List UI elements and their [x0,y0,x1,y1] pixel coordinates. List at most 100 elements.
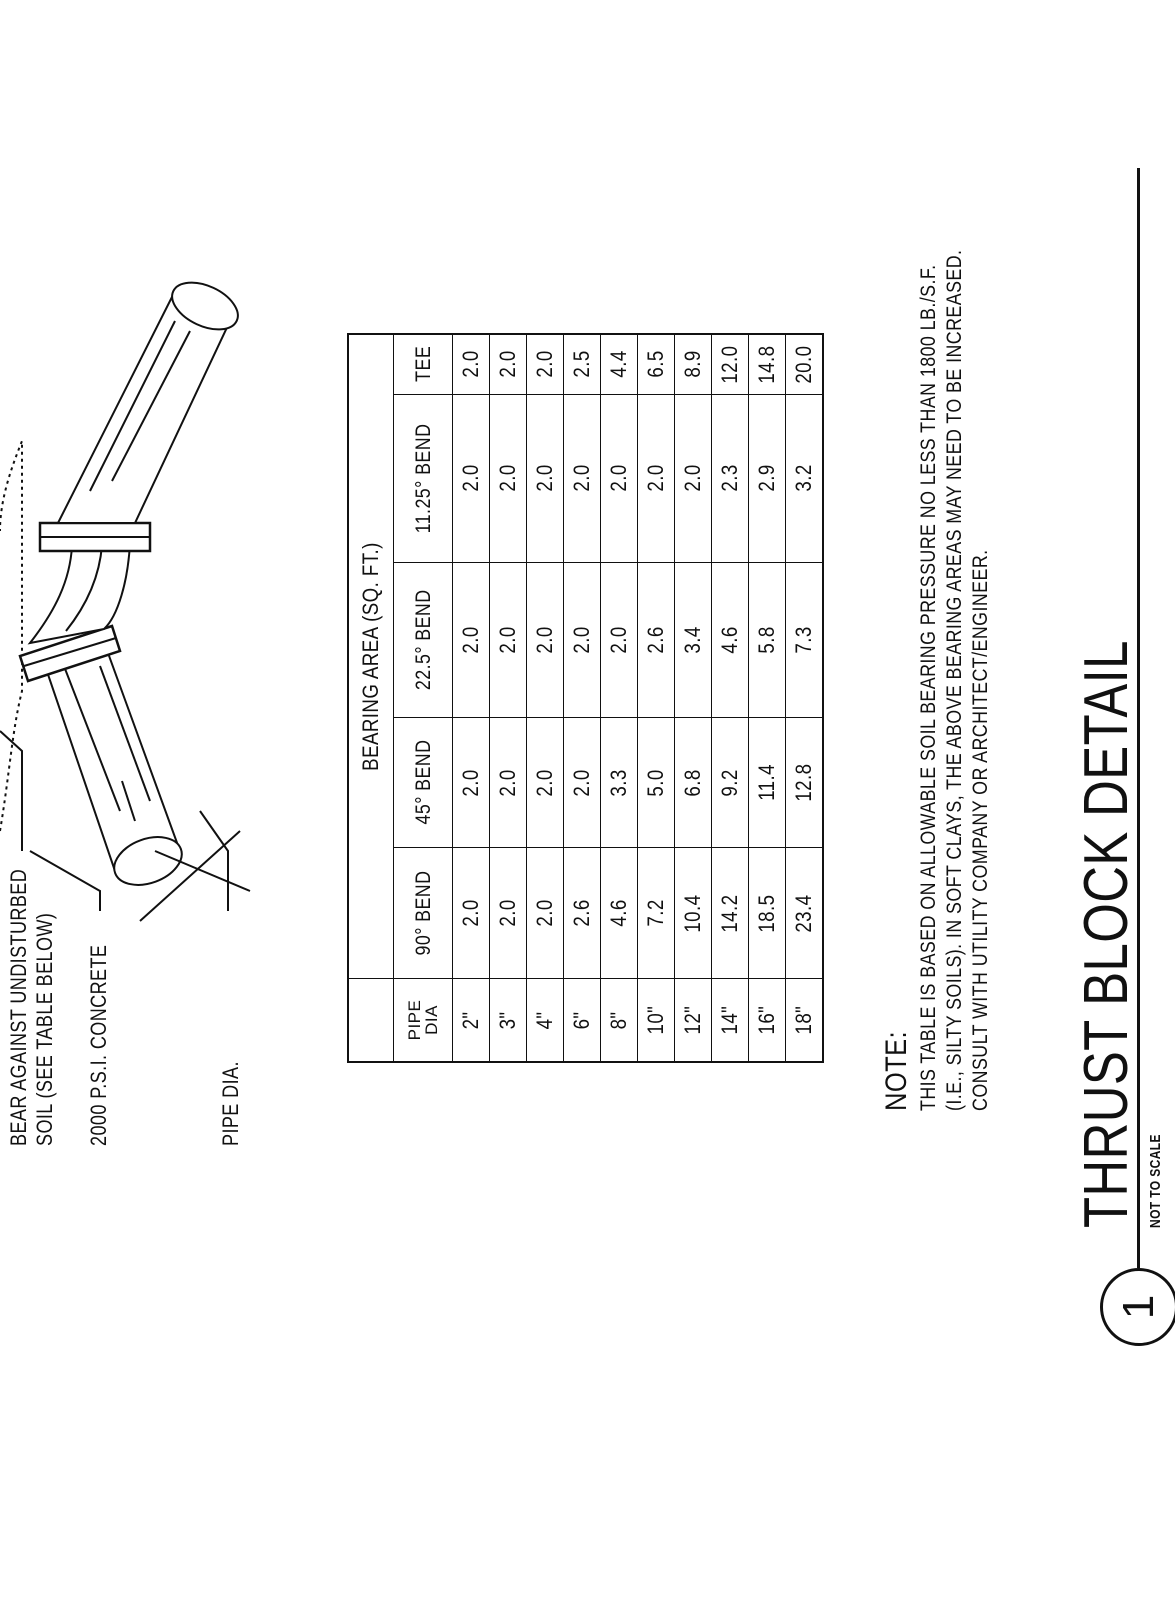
dimension-line-pipe-dia [154,850,251,892]
bearing-area-cell: 18.5 [748,847,786,979]
bearing-area-cell: 2.3 [711,394,749,563]
bearing-area-cell: 2.9 [748,394,786,563]
note-title: NOTE: [880,1030,913,1111]
column-header: TEE [393,334,453,395]
pipe-dia-cell: 8" [600,978,638,1062]
pipe-dia-cell: 14" [711,978,749,1062]
bearing-area-cell: 5.8 [748,562,786,718]
bearing-area-cell: 2.6 [563,847,601,979]
callout-bear-line1: BEAR AGAINST UNDISTURBED [6,868,31,1146]
callout-bear-against-soil: BEAR AGAINST UNDISTURBED SOIL (SEE TABLE… [6,869,58,1146]
detail-title: THRUST BLOCK DETAIL [1072,640,1141,1228]
pipe-dia-cell: 6" [563,978,601,1062]
note-block: NOTE: THIS TABLE IS BASED ON ALLOWABLE S… [880,98,994,1111]
bearing-area-cell: 2.0 [489,847,527,979]
detail-number: 1 [1114,1294,1163,1320]
bearing-area-cell: 3.2 [785,394,823,563]
leader-concrete [29,850,101,911]
leader-bear-against [0,730,23,851]
pipe-dia-cell: 4" [526,978,564,1062]
bearing-area-cell: 2.0 [526,717,564,848]
pipe-dia-cell: 2" [452,978,490,1062]
concrete-block-outline [0,440,23,832]
bearing-area-cell: 2.0 [526,334,564,395]
bearing-area-cell: 6.5 [637,334,675,395]
column-header: 11.25° BEND [393,394,453,563]
bearing-area-cell: 2.0 [452,562,490,718]
pipe-coupling-lower [18,624,122,683]
table-title: BEARING AREA (SQ. FT.) [348,334,394,979]
pipe-dia-cell: 18" [785,978,823,1062]
note-line: CONSULT WITH UTILITY COMPANY OR ARCHITEC… [969,549,992,1111]
bearing-area-cell: 3.4 [674,562,712,718]
bearing-area-cell: 2.0 [674,394,712,563]
pipe-dia-cell: 16" [748,978,786,1062]
bearing-area-cell: 7.3 [785,562,823,718]
bearing-area-cell: 2.0 [526,562,564,718]
bearing-area-cell: 8.9 [674,334,712,395]
bearing-area-cell: 23.4 [785,847,823,979]
bearing-area-cell: 20.0 [785,334,823,395]
bearing-area-cell: 2.5 [563,334,601,395]
callout-concrete: 2000 P.S.I. CONCRETE [86,944,111,1146]
pipe-dia-cell: 3" [489,978,527,1062]
bearing-area-cell: 2.0 [489,717,527,848]
bearing-area-cell: 4.6 [600,847,638,979]
bearing-area-cell: 14.2 [711,847,749,979]
column-header: 90° BEND [393,847,453,979]
bearing-area-cell: 2.0 [452,847,490,979]
bearing-area-cell: 2.0 [563,562,601,718]
detail-number-circle: 1 [1100,1268,1175,1346]
bearing-area-cell: 2.0 [452,334,490,395]
scale-label: NOT TO SCALE [1147,1134,1164,1228]
pipe-dia-cell: 12" [674,978,712,1062]
note-line: THIS TABLE IS BASED ON ALLOWABLE SOIL BE… [917,264,940,1111]
bearing-area-cell: 10.4 [674,847,712,979]
pipe-dia-cell: 10" [637,978,675,1062]
pipe-elbow [27,541,132,645]
bearing-area-cell: 14.8 [748,334,786,395]
bearing-area-cell: 2.0 [600,562,638,718]
bearing-area-cell: 5.0 [637,717,675,848]
callout-bear-line2: SOIL (SEE TABLE BELOW) [32,912,57,1146]
note-line: (i.e., SILTY SOILS). IN SOFT CLAYS, THE … [943,249,966,1111]
column-header: 22.5° BEND [393,562,453,718]
bearing-area-cell: 2.6 [637,562,675,718]
bearing-area-cell: 2.0 [452,394,490,563]
bearing-area-cell: 2.0 [489,394,527,563]
bearing-area-cell: 6.8 [674,717,712,848]
table-corner [348,978,394,1062]
bearing-area-cell: 2.0 [489,562,527,718]
bearing-area-cell: 4.4 [600,334,638,395]
leader-pipe-dia [199,810,229,911]
bearing-area-cell: 3.3 [600,717,638,848]
bearing-area-cell: 2.0 [489,334,527,395]
bearing-area-cell: 12.8 [785,717,823,848]
bearing-area-cell: 11.4 [748,717,786,848]
bearing-area-cell: 4.6 [711,562,749,718]
bearing-area-cell: 7.2 [637,847,675,979]
bearing-area-cell: 2.0 [526,394,564,563]
bearing-area-cell: 2.0 [563,394,601,563]
bearing-area-cell: 2.0 [452,717,490,848]
column-header: 45° BEND [393,717,453,848]
bearing-area-cell: 2.0 [600,394,638,563]
callout-pipe-dia: PIPE DIA. [218,1061,243,1146]
bearing-area-cell: 2.0 [637,394,675,563]
bearing-area-cell: 12.0 [711,334,749,395]
